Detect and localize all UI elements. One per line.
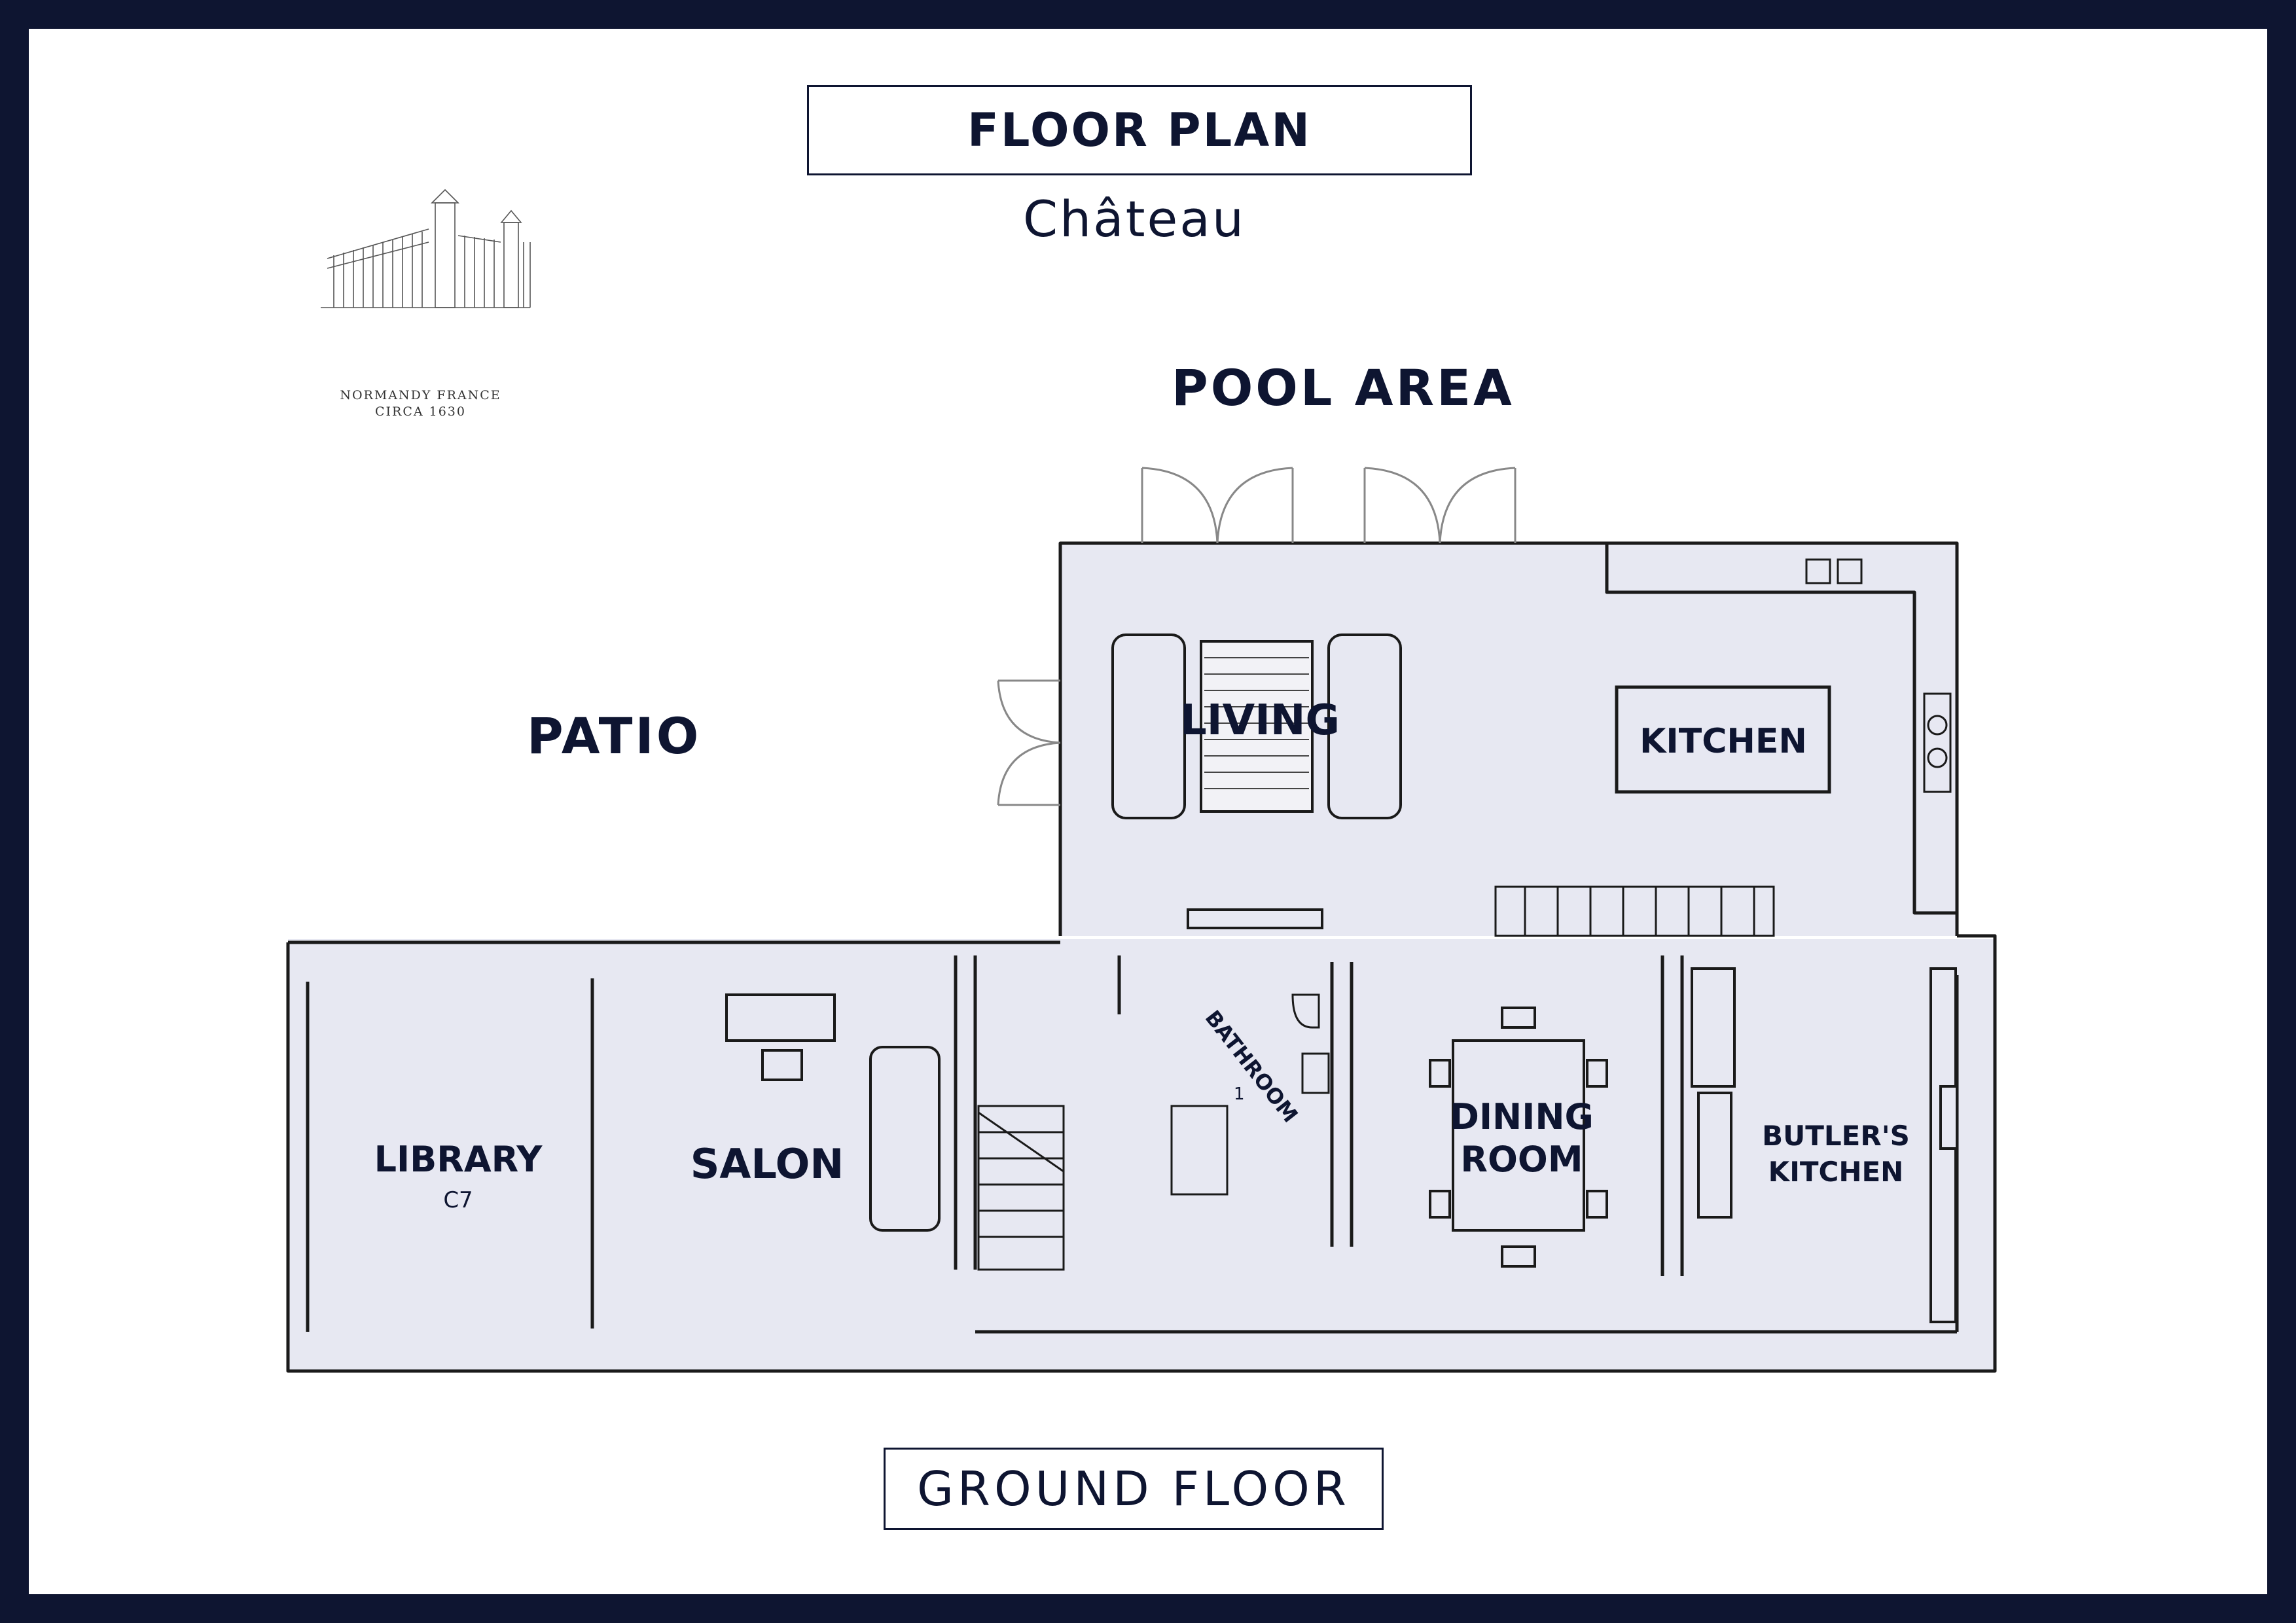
kitchen-label: KITCHEN <box>1640 722 1807 761</box>
bathroom-sublabel: 1 <box>1234 1084 1245 1104</box>
bathroom-fixtures <box>1170 993 1330 1196</box>
stove-icon <box>1923 692 1952 793</box>
living-furniture <box>1111 633 1402 929</box>
property-subtitle: Château <box>1022 190 1246 248</box>
dining-table <box>1429 1007 1608 1268</box>
living-label: LIVING <box>1180 696 1340 745</box>
salon-furniture <box>725 993 941 1232</box>
butlers-label-line-2: KITCHEN <box>1768 1156 1904 1188</box>
page-title: FLOOR PLAN <box>807 85 1472 175</box>
patio-label: PATIO <box>527 707 702 765</box>
pool-area-label: POOL AREA <box>1172 359 1515 417</box>
library-label: LIBRARY <box>374 1139 543 1180</box>
butlers-counters <box>1691 967 1958 1323</box>
butlers-label-line-1: BUTLER'S <box>1762 1120 1910 1152</box>
logo-line-1: NORMANDY FRANCE <box>340 388 501 402</box>
logo-caption: NORMANDY FRANCE CIRCA 1630 <box>308 387 533 420</box>
table-slats <box>1204 657 1309 789</box>
kitchen-island <box>1615 685 1831 794</box>
dining-label-line-1: DINING <box>1450 1096 1594 1137</box>
chateau-gate-logo-icon <box>321 188 531 308</box>
logo-line-2: CIRCA 1630 <box>374 404 466 419</box>
pool-doors <box>997 467 1516 806</box>
dining-label-line-2: ROOM <box>1460 1139 1583 1180</box>
floor-level-label: GROUND FLOOR <box>884 1448 1384 1530</box>
staircase-lower <box>977 1105 1065 1271</box>
salon-label: SALON <box>691 1140 844 1188</box>
kitchen-sink-icon <box>1805 558 1863 584</box>
library-sublabel: C7 <box>443 1187 473 1213</box>
staircase-upper <box>1494 885 1775 937</box>
